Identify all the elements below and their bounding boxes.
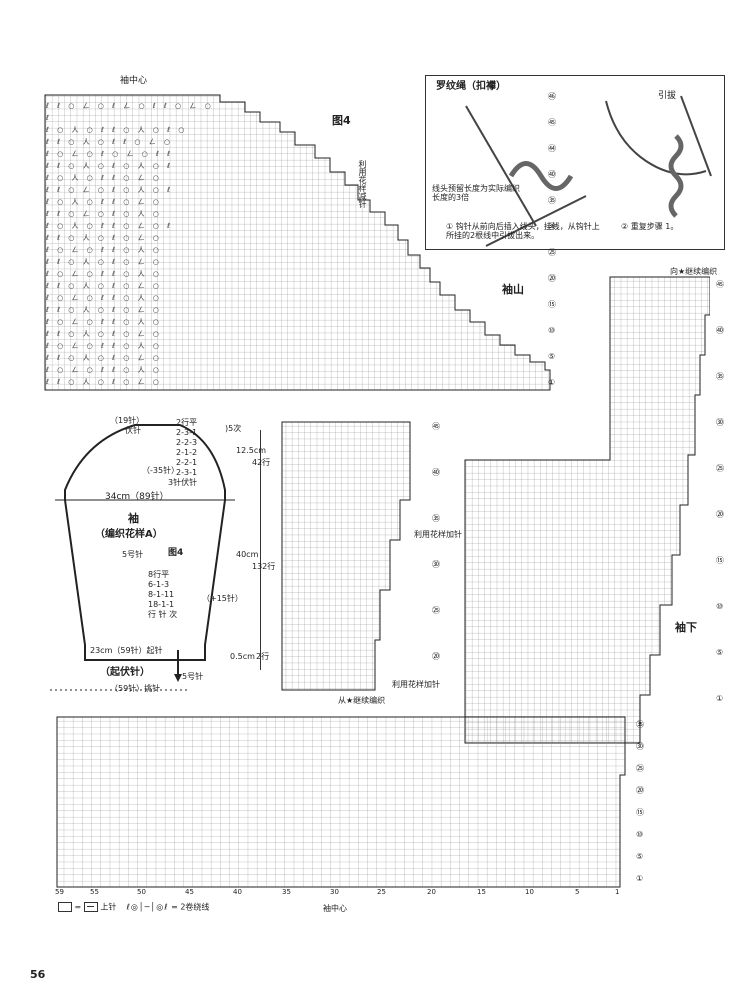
height-dimensions: 12.5cm 42行 40cm 132行 0.5cm 2行 <box>230 430 280 670</box>
step-2: ② 重复步骤 1。 <box>621 222 679 231</box>
underarm-row-marker: ⑤ <box>716 648 724 657</box>
pattern-name: （编织花样A） <box>95 529 163 540</box>
bottom-row-marker: ⑳ <box>636 786 644 795</box>
increase-table: 8行平 6-1-3 8-1-11 18-1-1 行 针 次 <box>148 570 178 619</box>
cap-row-marker: ㉕ <box>548 248 556 257</box>
bottom-center-label: 袖中心 <box>323 904 347 913</box>
schematic-outline <box>50 424 235 691</box>
h2: 40cm <box>236 550 259 559</box>
h1-rows: 42行 <box>252 458 271 467</box>
bottom-width: 23cm（59针）起针 <box>90 646 163 655</box>
cap-row-marker: ㊵ <box>548 170 556 179</box>
h3: 0.5cm <box>230 652 255 661</box>
pick-up: （59针）挑针 <box>110 684 161 693</box>
region-label-cap: 袖山 <box>502 283 524 296</box>
bottom-row-marker: ⑩ <box>636 830 644 839</box>
bottom-chart-grid <box>56 716 626 888</box>
width-label: 34cm（89针） <box>105 492 169 502</box>
continue-to-star: 向★继续编织 <box>670 267 718 276</box>
underarm-row-marker: ⑩ <box>716 602 724 611</box>
inc-note-1: 利用花样加针 <box>414 530 462 539</box>
cap-row-marker: ㊻ <box>548 92 556 101</box>
bind-off: 伏针 <box>125 426 141 435</box>
middle-row-marker: ㉕ <box>432 606 440 615</box>
bottom-row-marker: ㉟ <box>636 720 644 729</box>
legend-equals: = <box>74 902 82 912</box>
middle-row-marker: ㉚ <box>432 560 440 569</box>
piece-name: 袖 <box>128 512 139 525</box>
sleeve-underarm-chart: 向★继续编织 袖下 <box>460 267 717 745</box>
cord-illustration <box>465 95 712 247</box>
inc-note-2: 利用花样加针 <box>392 680 440 689</box>
bottom-row-marker: ① <box>636 874 644 883</box>
cap-row-marker: ⑮ <box>548 300 556 309</box>
legend-wrap: = 2卷绕线 <box>171 902 210 912</box>
cap-row-marker: ⑤ <box>548 352 556 361</box>
h1: 12.5cm <box>236 446 267 455</box>
sleeve-cap-chart: 袖中心 图4 利用花样减针 袖山 <box>40 76 560 400</box>
blank-cell-icon <box>58 902 72 912</box>
middle-row-marker: ㉟ <box>432 514 440 523</box>
ribbing-cord-instructions: 罗纹绳（扣襻） 引拔 线头预留长度为实际编织长度的3倍 ① 钩针从前向后插入线头… <box>425 75 725 250</box>
region-label-underarm: 袖下 <box>675 621 697 634</box>
cap-row-marker: ⑩ <box>548 326 556 335</box>
center-label: 袖中心 <box>120 76 148 86</box>
cap-row-marker: ⑳ <box>548 274 556 283</box>
underarm-row-marker: ㊺ <box>716 280 724 289</box>
inset-title: 罗纹绳（扣襻） <box>436 81 506 92</box>
fig-ref: 图4 <box>168 548 184 558</box>
underarm-row-marker: ㊵ <box>716 326 724 335</box>
legend-purl: 上针 <box>100 902 117 912</box>
h2-rows: 132行 <box>252 562 276 571</box>
figure-title: 图4 <box>332 114 351 127</box>
underarm-row-marker: ㉚ <box>716 418 724 427</box>
underarm-row-marker: ⑳ <box>716 510 724 519</box>
underarm-row-marker: ㉟ <box>716 372 724 381</box>
middle-chart-grid <box>281 421 411 691</box>
bottom-row-marker: ⑤ <box>636 852 644 861</box>
top-stitches: （19针） <box>110 416 145 425</box>
underarm-row-marker: ⑮ <box>716 556 724 565</box>
underarm-chart-grid <box>464 276 711 744</box>
cast-on-title: （起伏针） <box>100 667 150 678</box>
bottom-row-marker: ㉕ <box>636 764 644 773</box>
middle-chart <box>280 420 420 695</box>
h3-rows: 2行 <box>256 652 270 661</box>
cap-row-marker: ㊺ <box>548 118 556 127</box>
middle-row-marker: ⑳ <box>432 652 440 661</box>
sleeve-schematic: （19针） 伏针 2行平 2-3-1 2-2-3 2-1-2 2-2-1 2-3… <box>40 410 280 710</box>
page-number: 56 <box>30 968 46 981</box>
continue-note: 从★继续编织 <box>338 696 386 705</box>
dec-times: )5次 <box>225 424 242 433</box>
sleeve-cap-grid <box>44 94 551 391</box>
yarn-note: 线头预留长度为实际编织长度的3倍 <box>432 184 520 202</box>
cap-row-marker: ㉚ <box>548 222 556 231</box>
wrap-stitch-icon: ℓ◎│─│◎ℓ <box>126 902 169 912</box>
underarm-row-marker: ㉕ <box>716 464 724 473</box>
cap-row-marker: ㊹ <box>548 144 556 153</box>
cap-row-marker: ㉟ <box>548 196 556 205</box>
middle-row-marker: ㊵ <box>432 468 440 477</box>
dec-total: （-35针） <box>142 466 180 475</box>
middle-row-marker: ㊺ <box>432 422 440 431</box>
cap-row-marker: ① <box>548 378 556 387</box>
cast-on-needle: 5号针 <box>182 672 204 681</box>
legend: = 上针 ℓ◎│─│◎ℓ = 2卷绕线 <box>58 902 209 913</box>
x-tick-row: 59 55 50 45 40 35 30 25 20 15 10 5 1 <box>55 888 620 896</box>
bottom-row-marker: ㉚ <box>636 742 644 751</box>
inc-total: （+15针） <box>202 594 243 603</box>
step-1: ① 钩针从前向后插入线头，挂线，从钩针上所挂的2根线中引拔出来。 <box>446 222 600 240</box>
purl-cell-icon <box>83 902 98 912</box>
underarm-row-marker: ① <box>716 694 724 703</box>
bottom-row-marker: ⑮ <box>636 808 644 817</box>
sleeve-bottom-chart <box>55 715 675 890</box>
pull-label: 引拔 <box>658 91 677 101</box>
decrease-table: 2行平 2-3-1 2-2-3 2-1-2 2-2-1 2-3-1 3针伏针 <box>168 418 198 487</box>
dec-note: 利用花样减针 <box>358 160 367 208</box>
needle-size: 5号针 <box>122 550 144 559</box>
